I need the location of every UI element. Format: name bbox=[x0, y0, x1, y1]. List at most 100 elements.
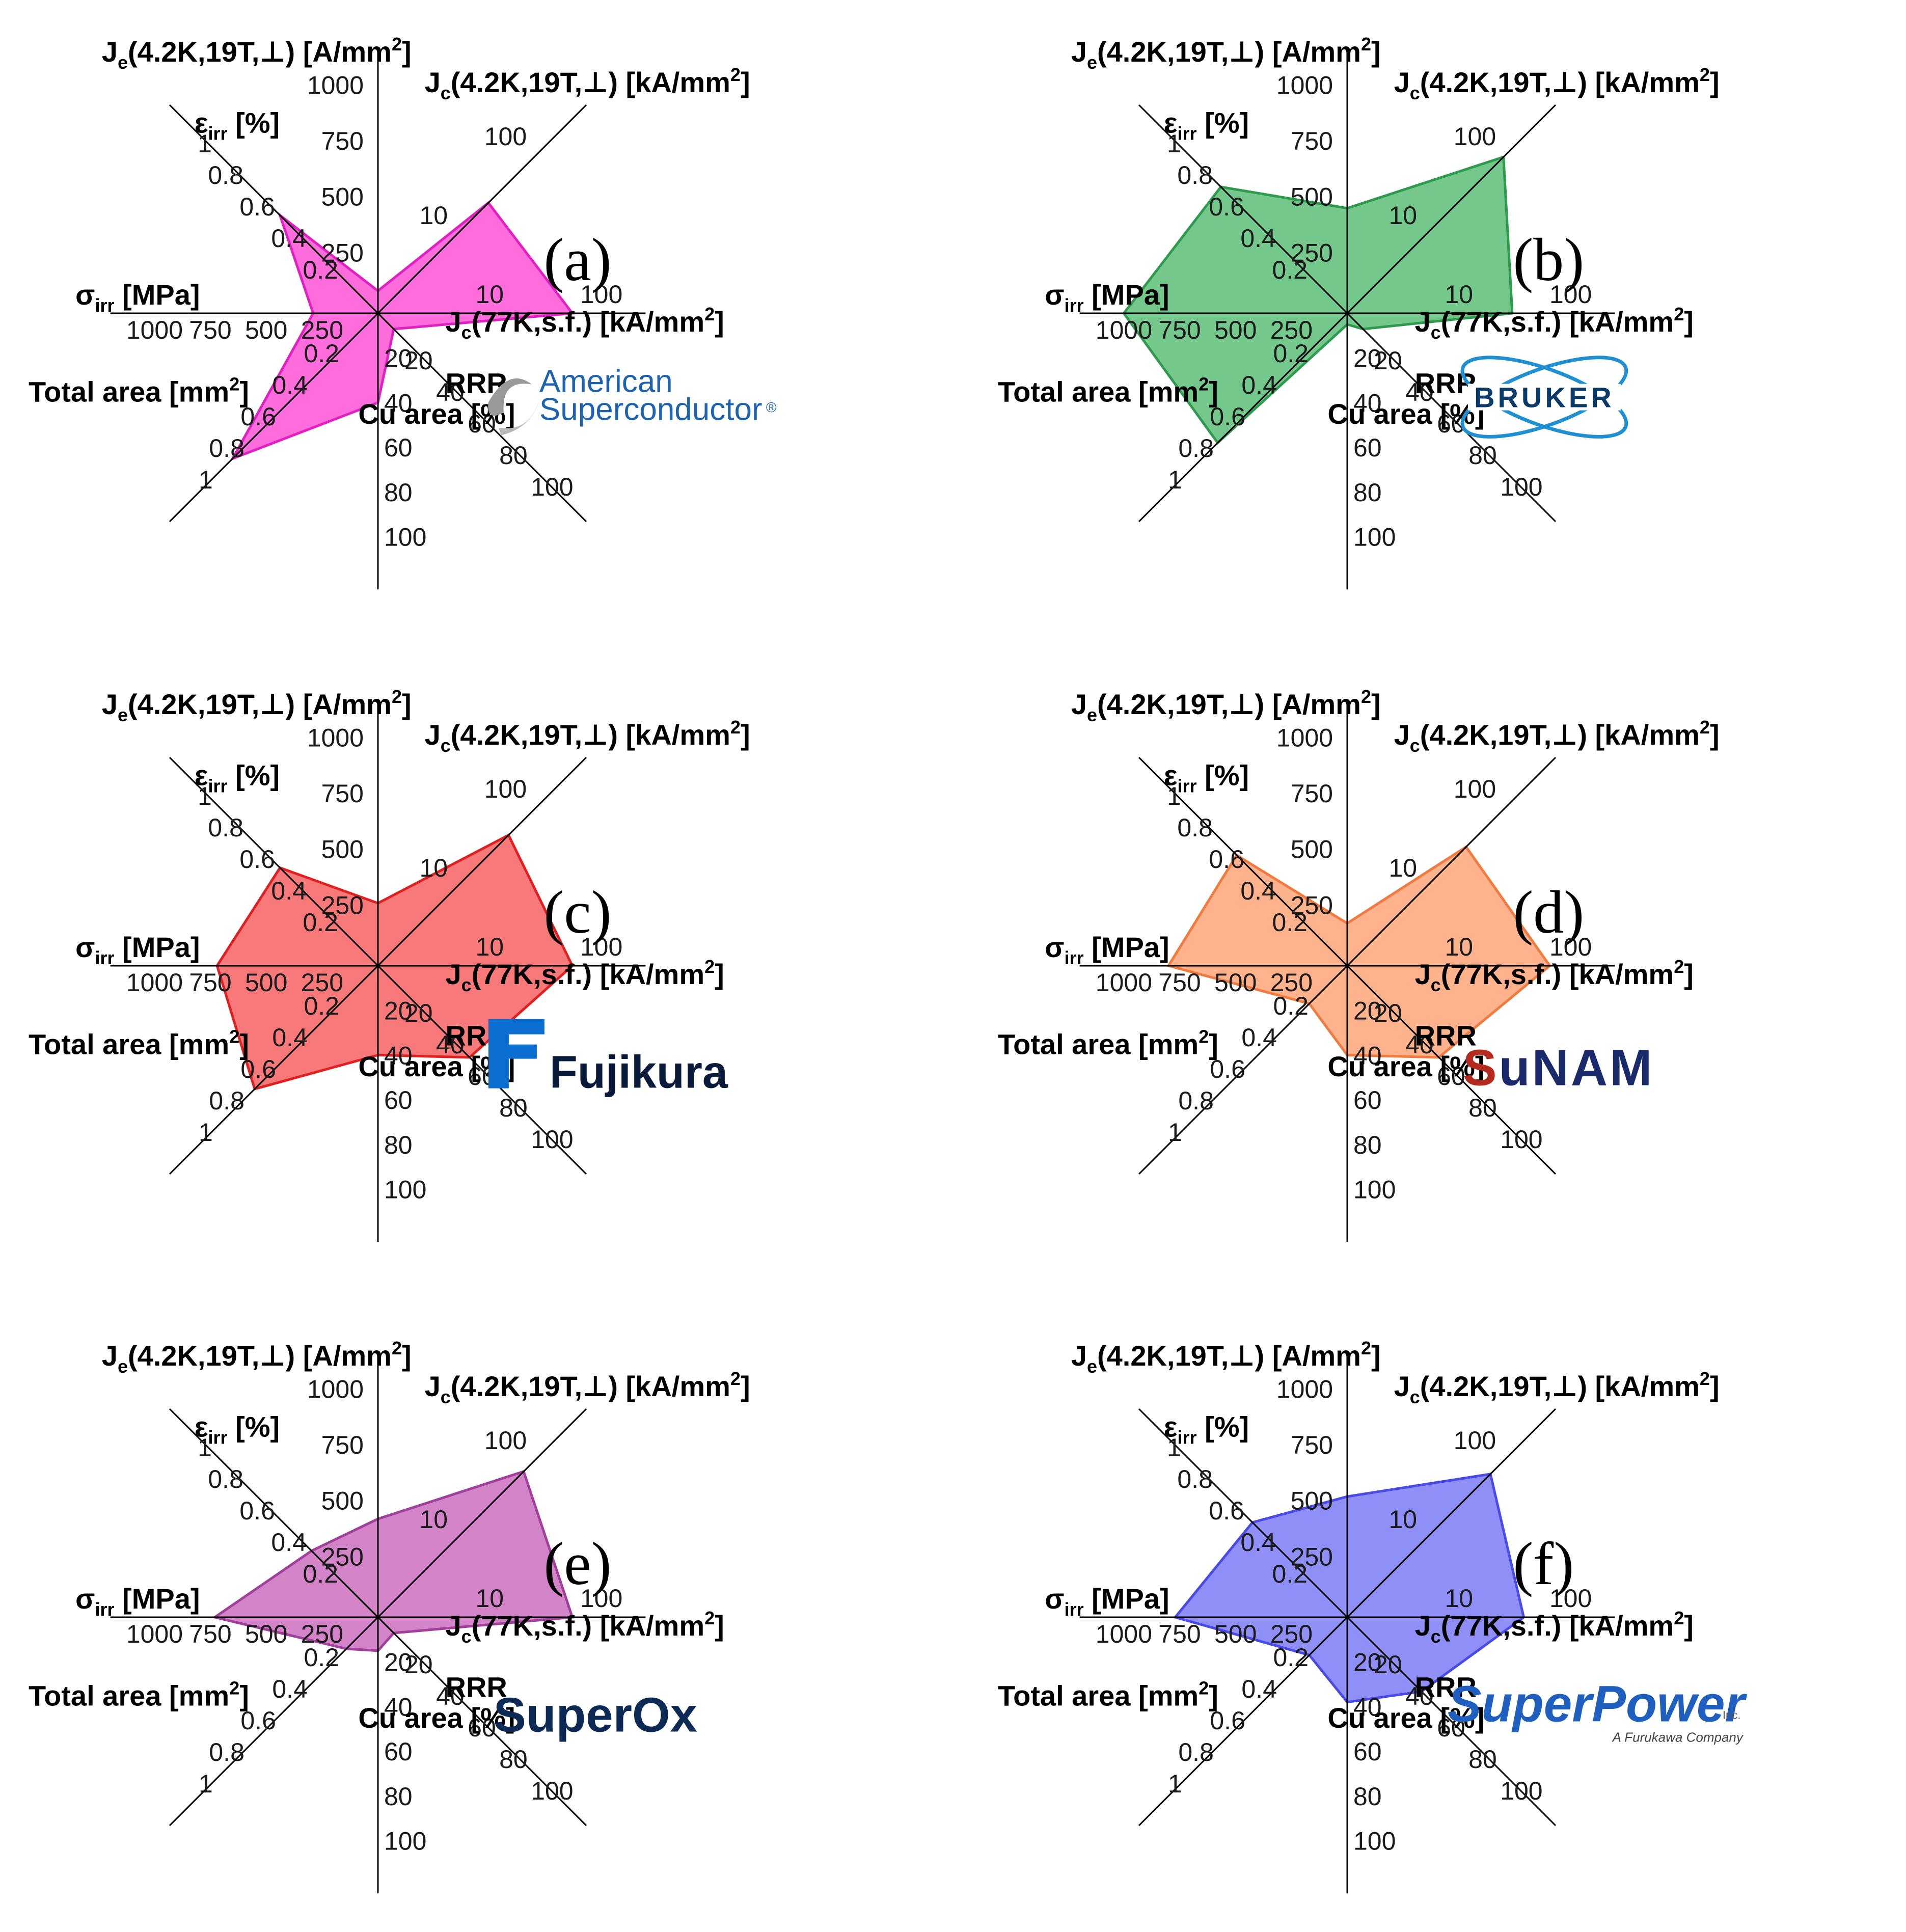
tick-label-Area: 0.2 bbox=[304, 339, 339, 368]
tick-label-Sigma: 500 bbox=[1214, 968, 1257, 997]
tick-label-RRR: 60 bbox=[468, 1713, 496, 1742]
tick-label-Sigma: 500 bbox=[245, 968, 287, 997]
tick-label-Sigma: 250 bbox=[301, 316, 343, 344]
axis-title-Jc42: Jc(4.2K,19T,⊥) [kA/mm2] bbox=[425, 717, 750, 756]
amsc-swoosh-icon bbox=[498, 399, 539, 436]
axis-title-Sigma: σirr [MPa] bbox=[75, 279, 200, 316]
tick-label-RRR: 40 bbox=[436, 1030, 465, 1059]
tick-label-Eps: 0.4 bbox=[1240, 224, 1276, 253]
bruker-logo-text: BRUKER bbox=[1474, 382, 1615, 414]
axis-title-Sigma: σirr [MPa] bbox=[75, 931, 200, 968]
axis-line-RRR bbox=[1346, 965, 1557, 1175]
manufacturer-logo: SuperOx bbox=[494, 1688, 697, 1743]
tick-label-Jc77: 100 bbox=[1549, 933, 1592, 961]
tick-label-Je: 1000 bbox=[1276, 1375, 1333, 1403]
tick-label-Eps: 0.8 bbox=[208, 813, 243, 842]
tick-label-Area: 0.4 bbox=[1241, 371, 1277, 399]
tick-label-Area: 0.8 bbox=[209, 434, 244, 462]
axis-line-Eps bbox=[169, 104, 379, 314]
tick-label-Jc77: 100 bbox=[580, 1584, 622, 1613]
amsc-logo-line2: Superconductor bbox=[539, 392, 763, 427]
axis-title-Sigma: σirr [MPa] bbox=[1045, 279, 1169, 316]
tick-label-Sigma: 750 bbox=[1158, 1620, 1201, 1648]
tick-label-Cu: 100 bbox=[1353, 523, 1396, 552]
tick-label-Eps: 0.6 bbox=[1209, 845, 1244, 874]
tick-label-Je: 1000 bbox=[307, 723, 364, 752]
tick-label-Je: 500 bbox=[321, 1487, 364, 1515]
axis-title-Cu: Cu area [%] bbox=[358, 1702, 515, 1734]
bruker-backdrop bbox=[1467, 384, 1621, 411]
tick-label-Area: 0.6 bbox=[1210, 402, 1245, 431]
amsc-swoosh-icon bbox=[488, 378, 532, 416]
tick-label-RRR: 20 bbox=[404, 999, 433, 1027]
tick-label-RRR: 80 bbox=[1468, 441, 1497, 470]
axis-title-Jc42: Jc(4.2K,19T,⊥) [kA/mm2] bbox=[1394, 64, 1720, 103]
tick-label-Sigma: 250 bbox=[301, 1620, 343, 1648]
tick-label-Cu: 40 bbox=[1353, 389, 1382, 417]
tick-label-Je: 750 bbox=[321, 127, 364, 155]
tick-label-Je: 500 bbox=[1291, 183, 1333, 211]
axis-line-RRR bbox=[377, 1616, 587, 1827]
tick-label-Eps: 0.4 bbox=[1240, 1528, 1276, 1557]
tick-label-Jc77: 100 bbox=[1549, 1584, 1592, 1613]
tick-label-RRR: 80 bbox=[499, 1745, 528, 1774]
tick-label-RRR: 20 bbox=[1374, 999, 1402, 1027]
tick-label-Sigma: 750 bbox=[189, 316, 231, 344]
tick-label-Area: 0.6 bbox=[240, 1055, 276, 1083]
tick-label-Area: 0.4 bbox=[272, 1675, 308, 1703]
tick-label-Je: 500 bbox=[1291, 1487, 1333, 1515]
axis-line-Area bbox=[169, 1616, 379, 1827]
axis-title-Cu: Cu area [%] bbox=[1327, 398, 1484, 430]
tick-label-Area: 1 bbox=[1168, 1770, 1182, 1798]
tick-label-RRR: 20 bbox=[1374, 1650, 1402, 1679]
tick-label-RRR: 60 bbox=[1437, 410, 1465, 438]
axis-line-Jc42 bbox=[377, 1408, 587, 1618]
axis-title-Jc77: Jc(77K,s.f.) [kA/mm2] bbox=[1415, 304, 1694, 343]
axis-line-Area bbox=[169, 965, 379, 1175]
tick-label-RRR: 40 bbox=[1405, 378, 1434, 406]
tick-label-Eps: 1 bbox=[1167, 1433, 1181, 1462]
tick-label-Je: 1000 bbox=[307, 1375, 364, 1403]
tick-label-RRR: 80 bbox=[1468, 1094, 1497, 1122]
tick-label-Area: 1 bbox=[1168, 466, 1182, 494]
axis-title-Eps: εirr [%] bbox=[1164, 1411, 1249, 1448]
tick-label-Area: 0.2 bbox=[304, 1643, 339, 1672]
tick-label-Eps: 1 bbox=[198, 129, 212, 158]
tick-label-Cu: 60 bbox=[384, 1086, 413, 1114]
tick-label-Jc77: 10 bbox=[1445, 1584, 1473, 1613]
tick-label-Jc42: 10 bbox=[1388, 1505, 1417, 1534]
tick-label-Je: 750 bbox=[321, 779, 364, 808]
axis-title-Sigma: σirr [MPa] bbox=[75, 1583, 200, 1620]
tick-label-Cu: 20 bbox=[384, 344, 413, 373]
axis-title-Jc77: Jc(77K,s.f.) [kA/mm2] bbox=[1415, 956, 1694, 995]
tick-label-Area: 1 bbox=[199, 1770, 213, 1798]
axis-title-Je: Je(4.2K,19T,⊥) [A/mm2] bbox=[102, 34, 412, 73]
tick-label-Sigma: 250 bbox=[1270, 316, 1313, 344]
tick-label-Cu: 100 bbox=[384, 523, 426, 552]
tick-label-Area: 0.2 bbox=[1273, 339, 1309, 368]
tick-label-Cu: 100 bbox=[1353, 1176, 1396, 1204]
tick-label-Je: 750 bbox=[1291, 127, 1333, 155]
tick-label-Je: 250 bbox=[1291, 891, 1333, 919]
axis-title-Area: Total area [mm2] bbox=[29, 374, 249, 408]
tick-label-Cu: 20 bbox=[1353, 344, 1382, 373]
manufacturer-logo: BRUKER bbox=[1460, 356, 1628, 439]
tick-label-RRR: 20 bbox=[404, 1650, 433, 1679]
tick-label-Jc42: 10 bbox=[1388, 201, 1417, 230]
tick-label-Area: 1 bbox=[199, 1118, 213, 1147]
tick-label-Sigma: 500 bbox=[1214, 316, 1257, 344]
axis-title-Eps: εirr [%] bbox=[1164, 107, 1249, 144]
tick-label-Eps: 0.2 bbox=[1272, 908, 1308, 937]
tick-label-Cu: 100 bbox=[384, 1176, 426, 1204]
tick-label-Cu: 80 bbox=[1353, 478, 1382, 507]
axis-line-Jc42 bbox=[377, 756, 587, 967]
tick-label-Cu: 60 bbox=[1353, 1086, 1382, 1114]
tick-label-Jc42: 10 bbox=[1388, 854, 1417, 882]
tick-label-Jc42: 100 bbox=[1454, 122, 1496, 151]
tick-label-Cu: 20 bbox=[384, 997, 413, 1025]
tick-label-Je: 500 bbox=[321, 183, 364, 211]
tick-label-Je: 250 bbox=[1291, 1542, 1333, 1571]
